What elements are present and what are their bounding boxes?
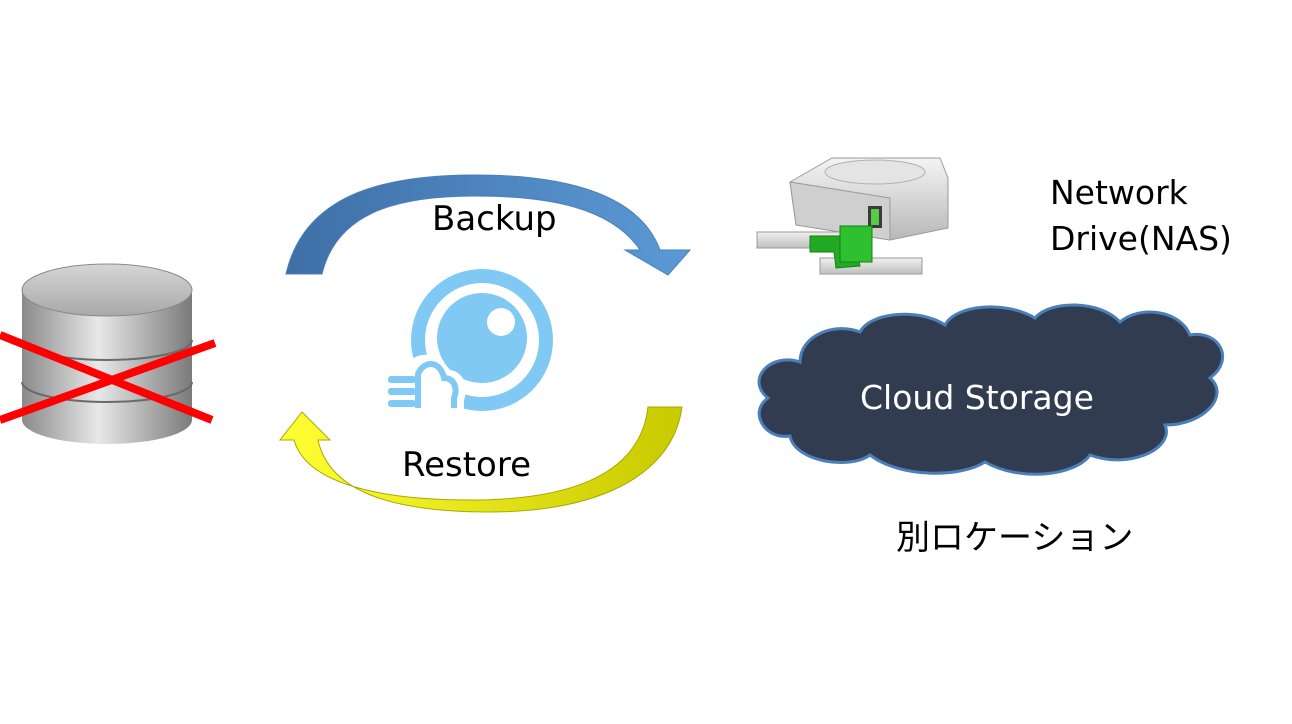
red-cross-icon [0,331,217,424]
backup-arrow [285,174,692,276]
nas-label-line2: Drive(NAS) [1050,219,1232,258]
database-icon [21,263,193,444]
cloud-icon [757,303,1224,476]
nas-label: Network Drive(NAS) [1050,170,1232,262]
backup-label: Backup [432,199,557,239]
eye-cloud-logo-icon [388,269,553,412]
restore-arrow [278,406,683,513]
nas-label-line1: Network [1050,173,1188,212]
network-drive-icon [756,157,949,275]
restore-label: Restore [402,445,532,485]
location-label: 別ロケーション [896,518,1134,558]
cloud-storage-label: Cloud Storage [860,378,1094,417]
